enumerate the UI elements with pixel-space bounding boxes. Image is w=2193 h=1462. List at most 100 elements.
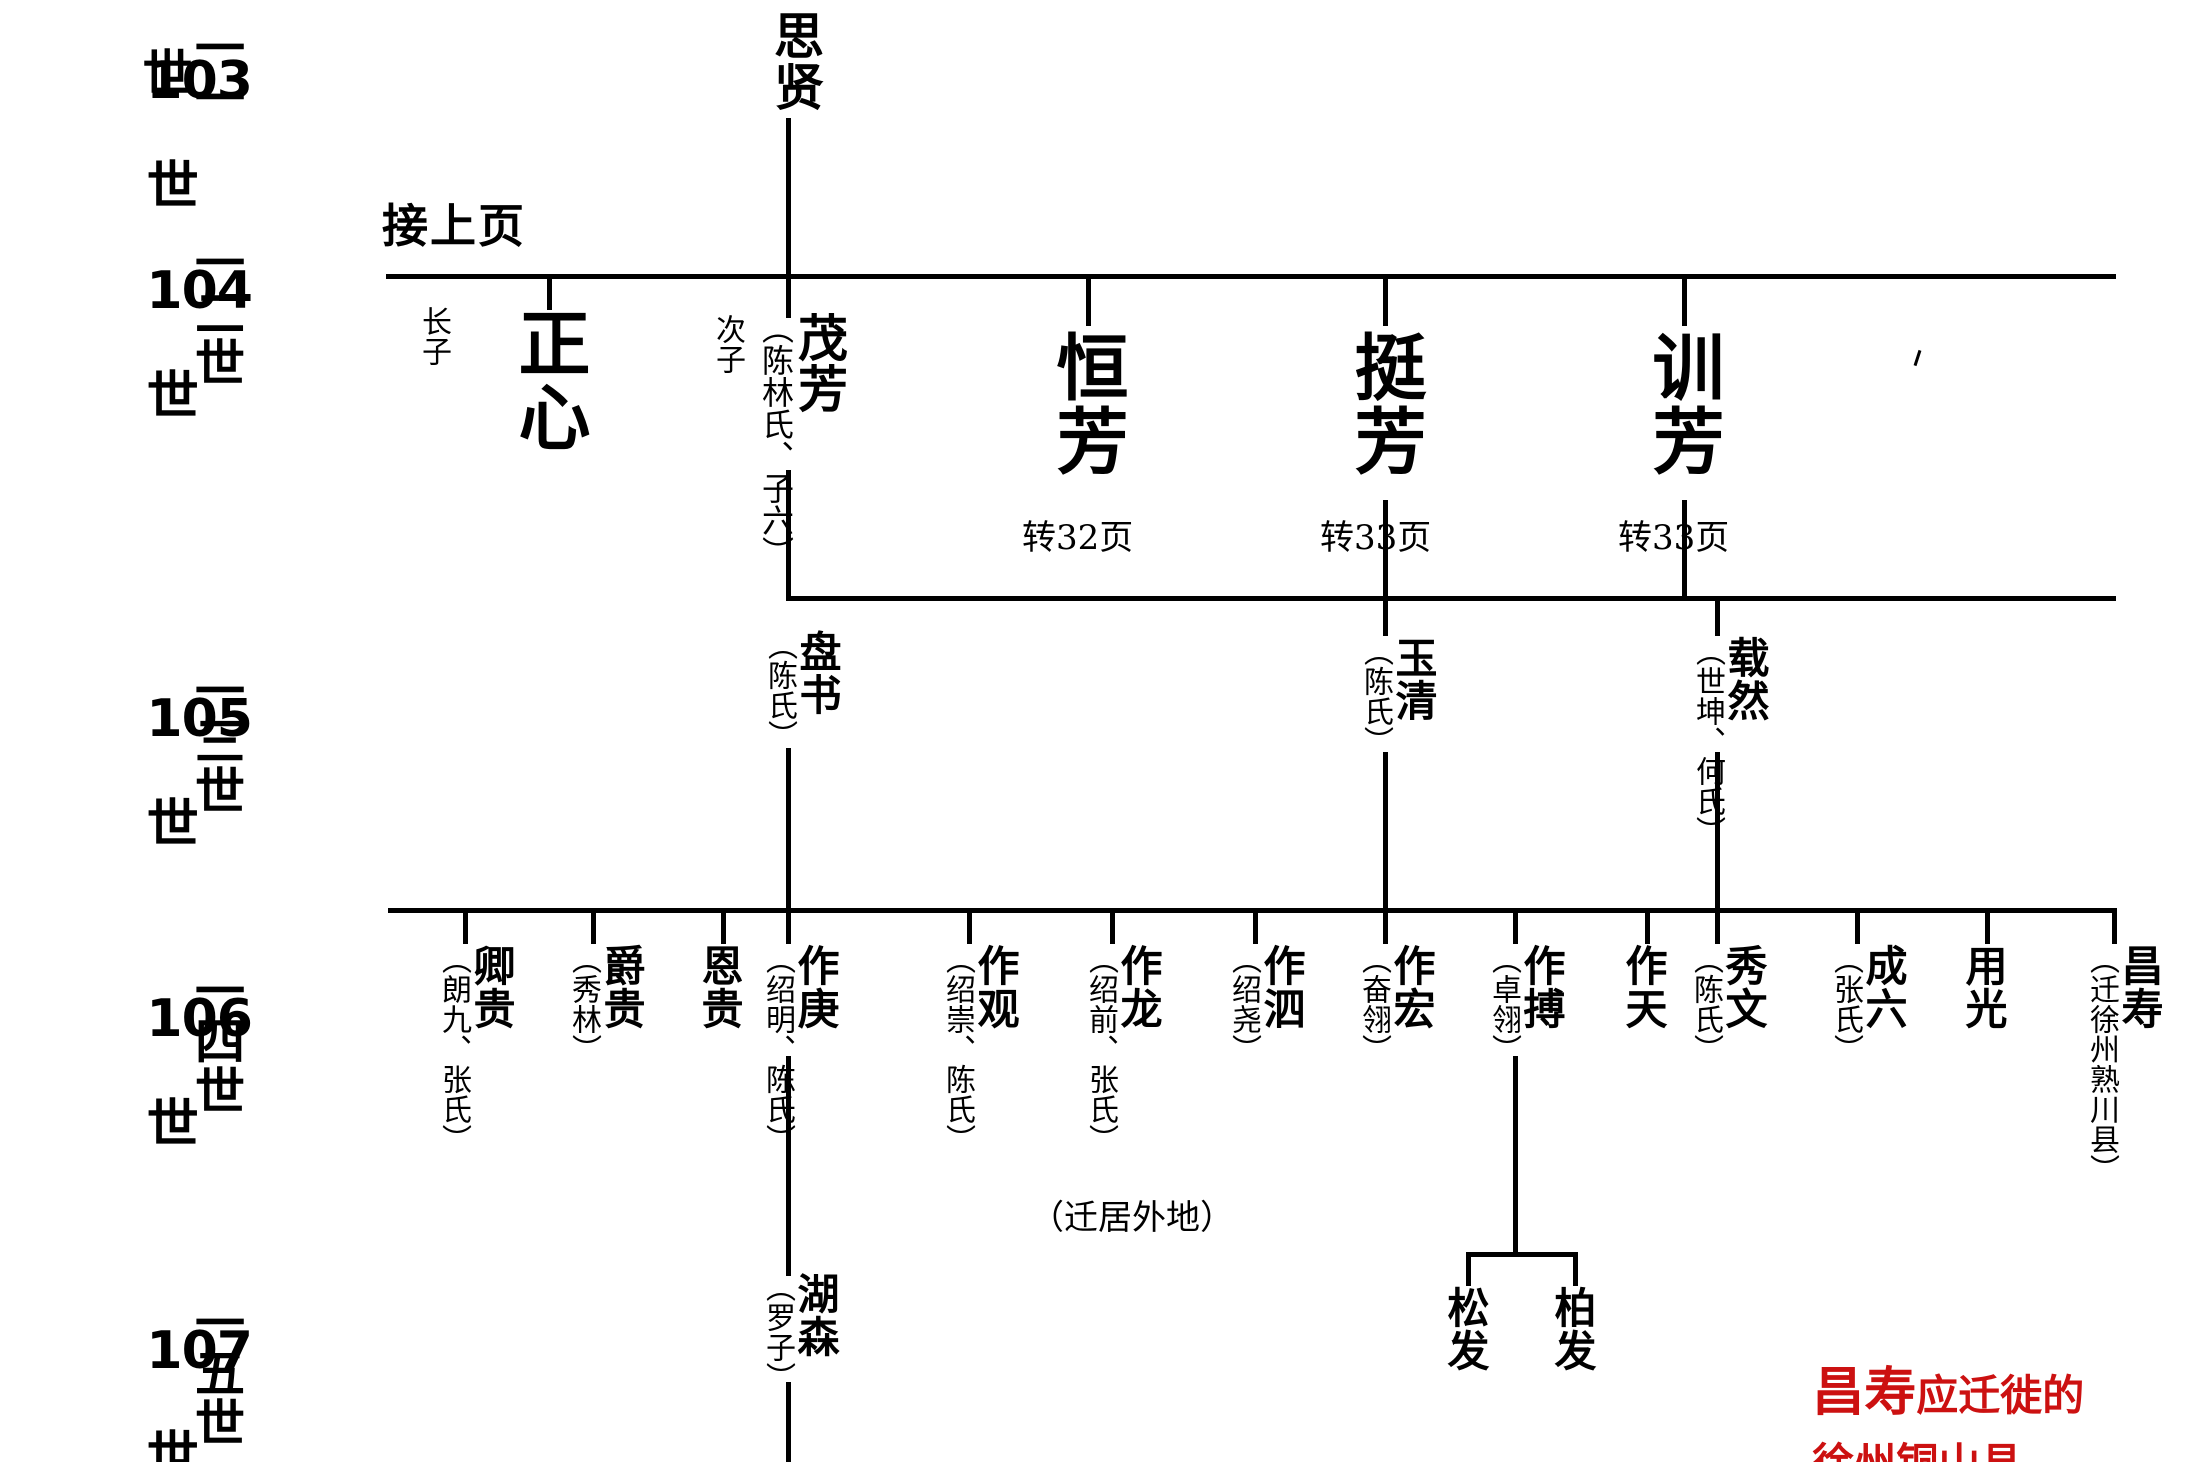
person-note: （迁徐州熟川县） <box>2084 944 2119 1184</box>
generation-shi-text: 世 <box>146 1095 199 1156</box>
connector-stem-yongguang <box>1985 908 1990 944</box>
generation-number-text: 103 <box>146 51 253 112</box>
person-zuolong: 作龙 （绍前、张氏） <box>1083 944 1163 1154</box>
person-name: 训芳 <box>1640 330 1725 478</box>
connector-gen104-bus <box>386 274 2116 279</box>
person-name: 恒芳 <box>1044 330 1129 478</box>
first-son-label: 长子 <box>416 306 451 366</box>
person-note: （奋翎） <box>1356 944 1391 1064</box>
person-note: （朗九、张氏） <box>436 944 471 1154</box>
person-name: 成六 <box>1859 944 1908 1030</box>
person-note: （陈氏） <box>762 630 797 750</box>
page-ref-hengfang[interactable]: 转32页 <box>1022 518 1134 558</box>
person-juegui: 爵贵 （秀林） <box>566 944 646 1064</box>
person-name: 作观 <box>971 944 1020 1030</box>
connector-stem-zuohong <box>1383 908 1388 944</box>
generation-number-103: 103 世 <box>78 2 253 267</box>
connector-stem-engui <box>721 908 726 944</box>
connector-maofang-down <box>786 470 791 600</box>
person-zuotian: 作天 <box>1619 944 1668 1030</box>
generation-shi-text: 世 <box>146 157 199 218</box>
person-note: （绍崇、陈氏） <box>940 944 975 1154</box>
page-ref-xunfang[interactable]: 转33页 <box>1618 518 1730 558</box>
person-note: （绍前、张氏） <box>1083 944 1118 1154</box>
person-name: 作龙 <box>1114 944 1163 1030</box>
generation-cn-103: 一一世 <box>134 22 247 122</box>
connector-zuobo-down <box>1513 1056 1518 1254</box>
generation-shi-text: 世 <box>146 367 199 428</box>
person-name: 盘书 <box>793 630 842 716</box>
generation-cn-106: 一四世 <box>187 965 246 1115</box>
person-name: 松发 <box>1441 1286 1490 1372</box>
generation-cn-104: 一二世 <box>187 237 246 387</box>
person-name: 作宏 <box>1387 944 1436 1030</box>
connector-stem-qinggui <box>463 908 468 944</box>
person-name: 玉清 <box>1389 636 1438 722</box>
generation-cn-107: 一五世 <box>187 1297 246 1447</box>
connector-stem-zuolong <box>1110 908 1115 944</box>
person-note: （罗子） <box>760 1272 795 1392</box>
person-xunfang: 训芳 <box>1640 330 1725 478</box>
person-sixian: 思贤 <box>766 10 825 112</box>
person-chengliu: 成六 （张氏） <box>1828 944 1908 1064</box>
person-zuosi: 作泗 （绍尧） <box>1226 944 1306 1064</box>
person-changshou: 昌寿 （迁徐州熟川县） <box>2084 944 2164 1184</box>
connector-stem-baifa <box>1573 1252 1578 1286</box>
person-tingfang: 挺芳 <box>1342 330 1427 478</box>
person-maofang: 茂芳 （陈林氏、子六） <box>757 312 849 568</box>
generation-number-105: 105 世 <box>78 640 253 905</box>
connector-zuogeng-down <box>786 1056 791 1276</box>
person-baifa: 柏发 <box>1548 1286 1597 1372</box>
generation-number-text: 105 <box>146 689 253 750</box>
person-zuoguan: 作观 （绍崇、陈氏） <box>940 944 1020 1154</box>
page-ref-tingfang[interactable]: 转33页 <box>1320 518 1432 558</box>
connector-sixian-stem <box>786 118 791 276</box>
person-note: （秀林） <box>566 944 601 1064</box>
generation-number-text: 106 <box>146 989 253 1050</box>
person-zuogeng: 作庚 （绍明、陈氏） <box>760 944 840 1154</box>
red-annotation-rest: 应迁徙的 <box>1916 1370 2085 1420</box>
person-yongguang: 用光 <box>1959 944 2008 1030</box>
connector-zairan-down <box>1715 752 1720 910</box>
person-yuqing: 玉清 （陈氏） <box>1358 636 1438 756</box>
person-name: 秀文 <box>1719 944 1768 1030</box>
person-name: 爵贵 <box>597 944 646 1030</box>
connector-stem-chengliu <box>1855 908 1860 944</box>
connector-gen106-bus-right <box>1715 908 2115 913</box>
person-name: 卿贵 <box>467 944 516 1030</box>
person-name: 用光 <box>1959 944 2008 1030</box>
person-note: （陈氏） <box>1358 636 1393 756</box>
connector-stem-zuogeng <box>786 908 791 944</box>
relocated-note: （迁居外地） <box>1030 1198 1234 1238</box>
connector-stem-zuoguan <box>967 908 972 944</box>
person-panshu: 盘书 （陈氏） <box>762 630 842 750</box>
connector-stem-zuobo <box>1513 908 1518 944</box>
connector-stem-songfa <box>1466 1252 1471 1286</box>
person-name: 挺芳 <box>1342 330 1427 478</box>
connector-stem-zhengxin <box>547 274 552 310</box>
red-annotation-name: 昌寿 <box>1812 1361 1917 1423</box>
person-zhengxin: 正心 <box>506 306 591 454</box>
person-name: 思贤 <box>766 10 825 112</box>
person-note: （张氏） <box>1828 944 1863 1064</box>
connector-stem-juegui <box>591 908 596 944</box>
red-annotation-line2: 徐州铜山县 <box>1812 1439 2022 1462</box>
person-xiuwen: 秀文 （陈氏） <box>1688 944 1768 1064</box>
person-note: （陈氏） <box>1688 944 1723 1064</box>
generation-number-104: 104 世 <box>78 212 253 477</box>
person-note: （绍尧） <box>1226 944 1261 1064</box>
person-name: 恩贵 <box>695 944 744 1030</box>
continued-from-previous-page-label: 接上页 <box>382 199 526 253</box>
connector-stem-zuotian <box>1645 908 1650 944</box>
generation-number-106: 106 世 <box>78 940 253 1205</box>
connector-panshu-down <box>786 748 791 910</box>
person-name: 柏发 <box>1548 1286 1597 1372</box>
red-annotation: 昌寿应迁徙的 徐州铜山县 <box>1790 1346 2084 1462</box>
generation-number-107: 107 世 <box>78 1272 253 1462</box>
generation-cn-105: 一三世 <box>187 665 246 815</box>
generation-number-text: 104 <box>146 261 253 322</box>
connector-stem-tingfang <box>1383 274 1388 326</box>
person-name: 作搏 <box>1517 944 1566 1030</box>
person-hengfang: 恒芳 <box>1044 330 1129 478</box>
